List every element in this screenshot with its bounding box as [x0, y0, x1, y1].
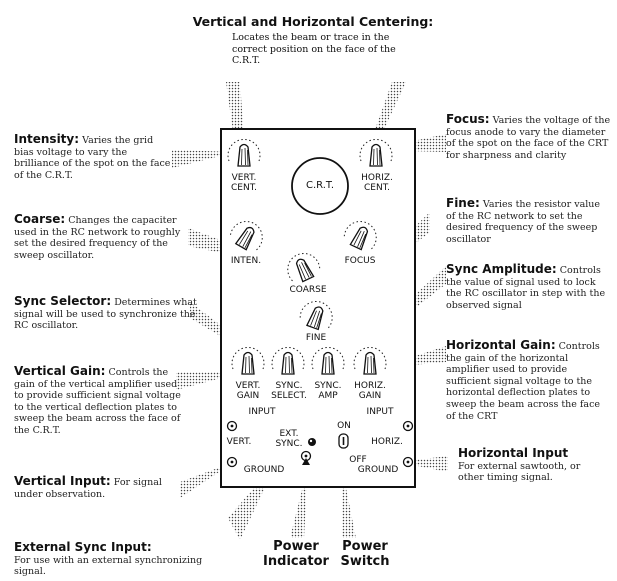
annotation-desc: Changes the capaciter used in the RC net… — [14, 215, 181, 261]
annotation-desc: Determines what signal will be used to s… — [14, 297, 197, 332]
power-indicator-lamp — [308, 438, 316, 446]
annotation-fine: Fine: Varies the resistor value of the R… — [446, 196, 612, 245]
pointer-horiz-cent — [372, 82, 406, 138]
annotation-desc: Controls the gain of the horizontal ampl… — [446, 341, 601, 422]
annotation-name: External Sync Input: — [14, 540, 152, 554]
annotation-desc: Controls the value of signal used to loc… — [446, 265, 606, 311]
annotation-desc: Varies the voltage of the focus anode to… — [446, 115, 611, 161]
annotation-desc: Controls the gain of the vertical amplif… — [14, 367, 181, 436]
annotation-external-sync-input: External Sync Input: For use with an ext… — [14, 540, 224, 578]
annotation-desc: For use with an external synchronizing s… — [14, 554, 203, 578]
label-ext-sync: EXT. SYNC. — [275, 429, 303, 449]
annotation-focus: Focus: Varies the voltage of the focus a… — [446, 112, 612, 161]
label-input-right: INPUT — [366, 407, 394, 417]
label-fine: FINE — [305, 333, 327, 343]
label-focus: FOCUS — [344, 256, 376, 266]
horiz-input-jack[interactable] — [402, 420, 414, 432]
label-ground-right: GROUND — [357, 465, 399, 475]
annotation-coarse: Coarse: Changes the capaciter used in th… — [14, 212, 192, 261]
vert-ground-jack[interactable] — [226, 456, 238, 468]
ext-sync-marker-icon — [302, 458, 310, 465]
annotation-name: Coarse: — [14, 212, 66, 226]
label-crt: C.R.T. — [305, 180, 335, 191]
label-inten: INTEN. — [230, 256, 262, 266]
annotation-name: Vertical Input: — [14, 474, 111, 488]
oscilloscope-panel: VERT. CENT. HORIZ. CENT. C.R.T. INTEN. F… — [220, 128, 416, 488]
annotation-horizontal-gain: Horizontal Gain: Controls the gain of th… — [446, 338, 612, 422]
focus-knob[interactable] — [341, 215, 383, 254]
label-off: OFF — [349, 455, 367, 465]
annotation-horizontal-input: Horizontal Input For external sawtooth, … — [458, 446, 608, 484]
label-sync-select: SYNC. SELECT. — [271, 381, 307, 401]
label-ground-left: GROUND — [243, 465, 285, 475]
annotation-desc: For external sawtooth, or other timing s… — [458, 460, 581, 484]
annotation-vertical-gain: Vertical Gain: Controls the gain of the … — [14, 364, 186, 437]
label-power-switch: Power Switch — [340, 539, 390, 569]
crt-screen — [291, 157, 349, 215]
label-horiz-cent: HORIZ. CENT. — [361, 173, 393, 193]
annotation-desc: Varies the resistor value of the RC netw… — [446, 199, 601, 245]
diagram-title: Vertical and Horizontal Centering: — [192, 14, 434, 29]
horiz-ground-jack[interactable] — [402, 456, 414, 468]
label-on: ON — [337, 421, 351, 431]
annotation-sync-amplitude: Sync Amplitude: Controls the value of si… — [446, 262, 612, 311]
label-horiz: HORIZ. — [371, 437, 403, 447]
horiz-gain-knob[interactable] — [353, 346, 387, 375]
annotation-desc: Varies the grid bias voltage to vary the… — [14, 135, 171, 181]
coarse-knob[interactable] — [281, 247, 322, 286]
annotation-vertical-input: Vertical Input: For signal under observa… — [14, 474, 182, 500]
power-toggle-switch[interactable] — [338, 433, 349, 449]
label-input-left: INPUT — [248, 407, 276, 417]
annotation-intensity: Intensity: Varies the grid bias voltage … — [14, 132, 174, 181]
fine-knob[interactable] — [298, 296, 338, 333]
label-vert: VERT. — [226, 437, 252, 447]
label-horiz-gain: HORIZ. GAIN — [354, 381, 386, 401]
panel-graphics — [226, 138, 414, 468]
annotation-name: Sync Amplitude: — [446, 262, 557, 276]
vert-gain-knob[interactable] — [231, 346, 265, 375]
horiz-cent-knob[interactable] — [359, 138, 393, 167]
vert-cent-knob[interactable] — [227, 138, 261, 167]
label-vert-gain: VERT. GAIN — [235, 381, 261, 401]
annotation-name: Horizontal Input — [458, 446, 569, 460]
annotation-sync-selector: Sync Selector: Determines what signal wi… — [14, 294, 198, 332]
annotation-name: Vertical Gain: — [14, 364, 106, 378]
annotation-name: Fine: — [446, 196, 480, 210]
pointer-horizontal-input — [398, 456, 448, 472]
annotation-name: Focus: — [446, 112, 490, 126]
title-description: Locates the beam or trace in the correct… — [232, 32, 396, 67]
annotation-desc: For signal under observation. — [14, 477, 162, 500]
sync-amp-knob[interactable] — [311, 346, 345, 375]
pointer-vert-cent — [226, 82, 244, 138]
label-power-indicator: Power Indicator — [263, 539, 329, 569]
annotation-name: Intensity: — [14, 132, 80, 146]
label-sync-amp: SYNC. AMP — [314, 381, 342, 401]
annotation-name: Sync Selector: — [14, 294, 112, 308]
inten-knob[interactable] — [227, 215, 269, 255]
vert-input-jack[interactable] — [226, 420, 238, 432]
sync-select-knob[interactable] — [271, 346, 305, 375]
label-vert-cent: VERT. CENT. — [231, 173, 257, 193]
label-coarse: COARSE — [289, 285, 327, 295]
annotation-name: Horizontal Gain: — [446, 338, 556, 352]
